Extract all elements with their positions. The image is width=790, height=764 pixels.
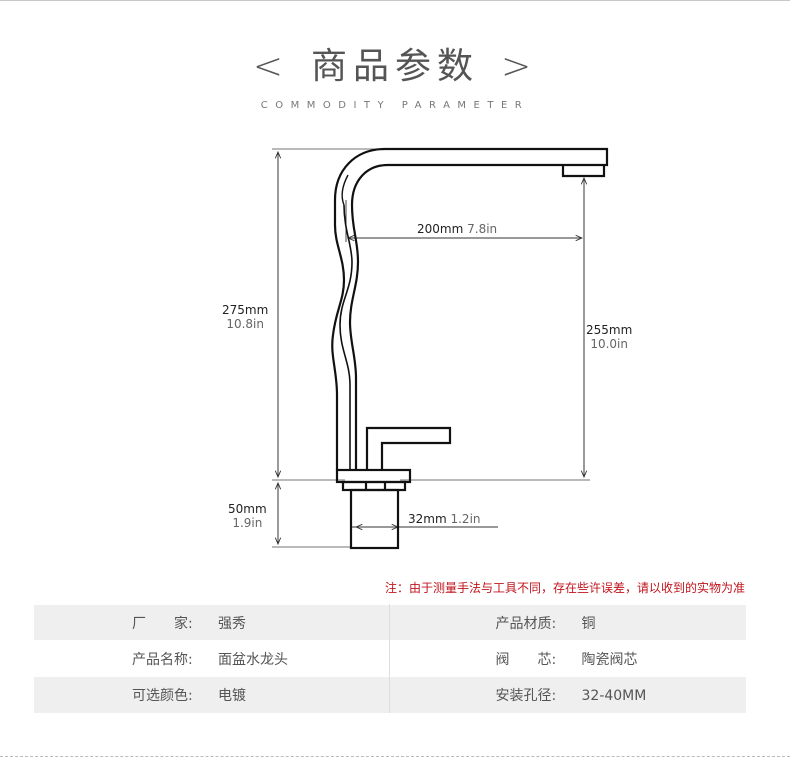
chevron-right-icon: > [501,46,538,87]
param-label: 产品材质: [495,615,557,632]
table-row: 厂 家: 强秀 产品材质: 铜 [34,604,746,641]
spout-height-dimension: 255mm 10.0in [586,323,633,351]
chevron-left-icon: < [252,46,289,87]
param-value: 面盆水龙头 [218,651,288,668]
table-row: 可选颜色: 电镀 安装孔径: 32-40MM [34,676,746,713]
base-diameter-dimension: 32mm 1.2in [408,512,481,526]
param-label: 产品名称: [132,651,193,668]
param-value: 电镀 [218,687,246,704]
measurement-note: 注：由于测量手法与工具不同，存在些许误差，请以收到的实物为准 [385,581,746,595]
param-value: 铜 [581,615,596,632]
param-value: 强秀 [218,615,246,632]
page-title: < 商品参数 > [0,42,790,92]
faucet-diagram [272,147,609,550]
parameter-table: 厂 家: 强秀 产品材质: 铜 产品名称: 面盆水龙头 阀 芯: 陶瓷阀芯 可选颜色: 电… [34,604,746,713]
page-subtitle: COMMODITY PARAMETER [260,100,530,111]
faucet-outline [331,147,609,550]
base-height-dimension: 50mm 1.9in [228,502,267,530]
top-divider [0,0,790,1]
total-height-dimension: 275mm 10.8in [222,303,269,331]
reach-dimension: 200mm 7.8in [417,222,498,236]
param-label: 厂 家: [132,615,193,632]
param-label: 阀 芯: [495,651,557,668]
bottom-divider [0,756,790,757]
table-row: 产品名称: 面盆水龙头 阀 芯: 陶瓷阀芯 [34,640,746,677]
title-text: 商品参数 [310,46,479,87]
param-value: 陶瓷阀芯 [581,651,638,668]
param-label: 可选颜色: [132,687,193,704]
param-value: 32-40MM [581,687,647,704]
param-label: 安装孔径: [495,687,557,704]
